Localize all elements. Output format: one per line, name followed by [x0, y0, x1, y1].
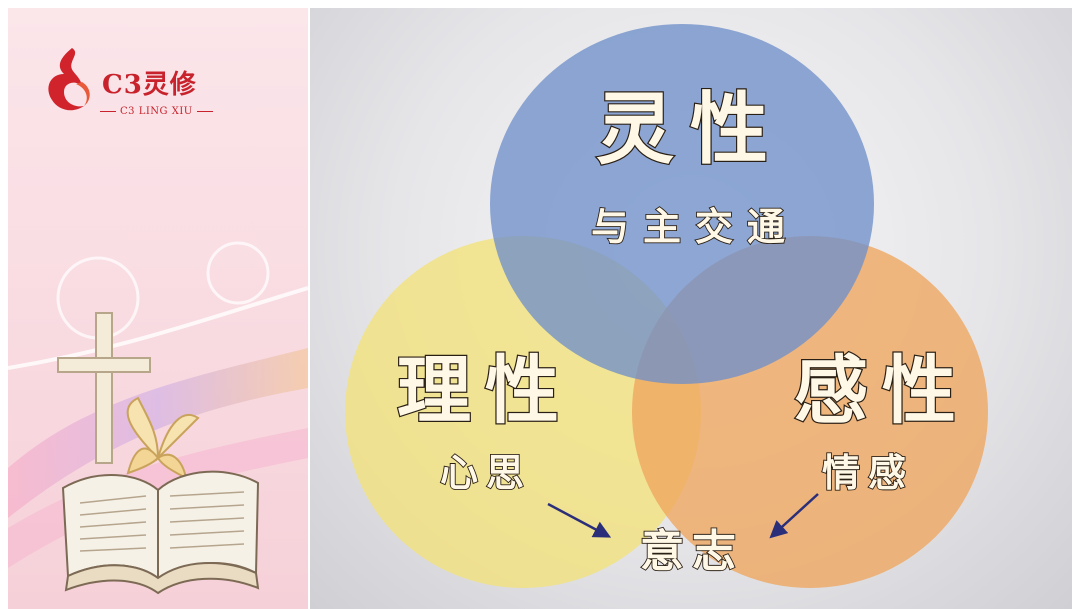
lily-flower-icon	[126, 396, 200, 480]
circle-spirituality	[490, 24, 874, 384]
arrow-emotion-to-will	[769, 493, 819, 539]
brand-logo: C3灵修 C3 LING XIU	[42, 44, 282, 124]
spirituality-subtitle: 与主交通	[591, 204, 799, 249]
brand-subtitle: C3 LING XIU	[96, 106, 217, 117]
brand-name: C3灵修	[102, 70, 197, 100]
open-book-icon	[61, 470, 260, 595]
reason-title: 理性	[397, 348, 573, 434]
reason-subtitle: 心思	[440, 450, 532, 495]
flame-logo-icon	[48, 48, 90, 111]
brand-subtitle-text: C3 LING XIU	[120, 106, 193, 117]
bible-cross-illustration	[8, 241, 308, 595]
arrow-reason-to-will	[547, 502, 612, 538]
cross-icon	[57, 312, 151, 464]
venn-diagram-stage: 灵性 与主交通 理性 心思 感性 情感 意志	[310, 8, 1072, 609]
will-label: 意志	[640, 526, 744, 577]
emotion-title: 感性	[794, 348, 970, 434]
venn-diagram: 灵性 与主交通 理性 心思 感性 情感 意志	[345, 24, 988, 588]
emotion-subtitle: 情感	[822, 450, 914, 495]
sidebar-panel: C3灵修 C3 LING XIU	[8, 8, 308, 609]
spirituality-title: 灵性	[596, 84, 784, 175]
